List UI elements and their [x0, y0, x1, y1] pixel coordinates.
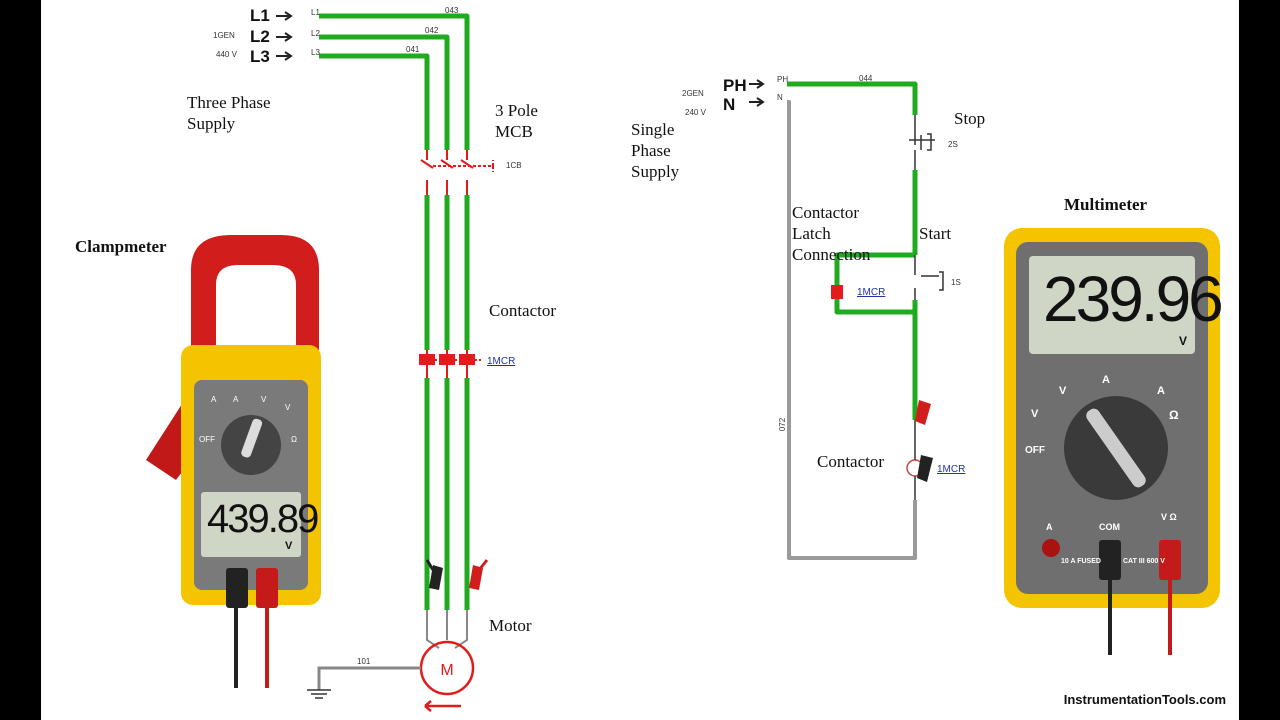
mm-dial-a1: A: [1102, 374, 1110, 386]
wire-tag-043: 043: [445, 6, 459, 15]
contactor-tag-link[interactable]: 1MCR: [487, 356, 516, 367]
mm-cat-label: CAT III 600 V: [1123, 558, 1165, 565]
ground-wire-tag: 101: [357, 657, 371, 666]
wiring-diagram: M: [146, 11, 1220, 712]
mm-fuse-label: 10 A FUSED: [1061, 558, 1101, 565]
coil-label: Contactor: [817, 452, 885, 471]
motor-label: Motor: [489, 616, 532, 635]
terminal-l2: L2: [250, 27, 270, 46]
clamp-dial-v2: V: [285, 403, 291, 412]
probe-clip-red: [469, 559, 489, 590]
wire-tag-041: 041: [406, 45, 420, 54]
wire-tag-n: N: [777, 93, 783, 102]
ground-icon: [307, 689, 331, 699]
mcb-contacts: [420, 150, 494, 195]
mm-dial-ohm: Ω: [1169, 408, 1179, 422]
start-tag: 1S: [951, 278, 961, 287]
clamp-dial-off: OFF: [199, 435, 215, 444]
neutral-wire: [787, 100, 917, 560]
brand-watermark: InstrumentationTools.com: [1063, 692, 1226, 707]
multimeter-title: Multimeter: [1064, 195, 1148, 214]
clamp-dial-a1: A: [211, 395, 217, 404]
terminal-l3: L3: [250, 47, 270, 66]
mcb-tag: 1CB: [506, 161, 522, 170]
clamp-dial-v1: V: [261, 395, 267, 404]
probe-clip-black: [425, 559, 443, 590]
contactor-label: Contactor: [489, 301, 557, 320]
three-phase-terminal-stubs: [276, 11, 293, 61]
svg-text:M: M: [440, 662, 453, 679]
clampmeter-device: [146, 235, 321, 688]
mm-dial-a2: A: [1157, 385, 1165, 397]
diagram-canvas: M: [41, 0, 1239, 720]
start-switch-symbol: [914, 255, 944, 300]
mm-dial-off: OFF: [1025, 445, 1045, 456]
single-phase-live-wire: [787, 81, 918, 420]
voltage-label-440: 440 V: [216, 50, 237, 59]
latch-tag-link[interactable]: 1MCR: [857, 287, 886, 298]
start-label: Start: [919, 224, 952, 243]
multimeter-unit: V: [1179, 334, 1188, 348]
terminal-n: N: [723, 95, 736, 114]
wire-tag-l2: L2: [311, 29, 320, 38]
ground-wire: [317, 666, 421, 690]
motor-symbol: M: [419, 640, 475, 712]
stop-tag: 2S: [948, 140, 958, 149]
mm-port-vohm-label: V Ω: [1161, 512, 1177, 522]
latch-contact: [831, 285, 843, 299]
clampmeter-reading: 439.89: [207, 497, 319, 541]
gen-label-1: 1GEN: [213, 31, 235, 40]
clamp-dial-a2: A: [233, 395, 239, 404]
coil-probe-red: [915, 400, 931, 425]
clampmeter-title: Clampmeter: [75, 237, 167, 256]
wire-tag-072: 072: [778, 417, 788, 432]
multimeter-reading: 239.96: [1043, 263, 1224, 335]
multimeter-device: [1004, 228, 1220, 655]
wire-tag-042: 042: [425, 26, 439, 35]
mm-dial-v1: V: [1059, 385, 1067, 397]
three-phase-wires: [319, 13, 470, 610]
clampmeter-unit: V: [285, 540, 293, 552]
terminal-ph: PH: [723, 76, 747, 95]
voltage-label-240: 240 V: [685, 108, 706, 117]
mm-port-a-label: A: [1046, 522, 1053, 532]
terminal-l1: L1: [250, 6, 270, 25]
single-phase-terminal-stubs: [749, 79, 765, 107]
coil-tag-link[interactable]: 1MCR: [937, 464, 966, 475]
gen-label-2: 2GEN: [682, 89, 704, 98]
stop-label: Stop: [954, 109, 986, 128]
coil-probe-black: [917, 455, 933, 482]
wire-tag-l1: L1: [311, 8, 320, 17]
wire-tag-l3: L3: [311, 48, 320, 57]
mm-dial-v2: V: [1031, 408, 1039, 420]
clamp-dial-ohm: Ω: [291, 435, 297, 444]
stop-switch-symbol: [909, 115, 935, 170]
wire-tag-ph: PH: [777, 75, 789, 84]
contactor-link: [426, 350, 483, 378]
wire-tag-044: 044: [859, 74, 873, 83]
mm-port-com-label: COM: [1099, 522, 1120, 532]
